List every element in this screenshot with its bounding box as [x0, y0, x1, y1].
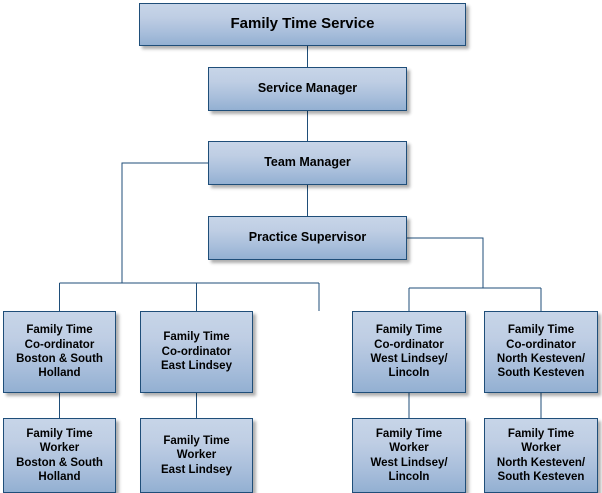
org-node-label: Family Time Co-ordinator Boston & South … [16, 324, 103, 380]
org-node-service[interactable]: Family Time Service [139, 3, 466, 46]
org-node-label: Family Time Co-ordinator West Lindsey/ L… [370, 324, 448, 380]
org-node-worker-west[interactable]: Family Time Worker West Lindsey/ Lincoln [352, 418, 466, 493]
org-node-coord-lindsey[interactable]: Family Time Co-ordinator East Lindsey [140, 311, 253, 393]
org-node-practice-sup[interactable]: Practice Supervisor [208, 216, 407, 260]
org-node-label: Practice Supervisor [248, 230, 367, 245]
org-node-coord-kesteven[interactable]: Family Time Co-ordinator North Kesteven/… [484, 311, 598, 393]
org-node-label: Service Manager [257, 81, 358, 96]
org-node-worker-boston[interactable]: Family Time Worker Boston & South Hollan… [3, 418, 116, 493]
org-node-worker-lindsey[interactable]: Family Time Worker East Lindsey [140, 418, 253, 493]
org-node-label: Family Time Worker North Kesteven/ South… [496, 427, 586, 483]
org-node-label: Family Time Worker Boston & South Hollan… [16, 427, 103, 483]
connector-practice-sup-to-right-branch-bus [407, 237, 484, 288]
org-node-service-manager[interactable]: Service Manager [208, 67, 407, 111]
org-node-team-manager[interactable]: Team Manager [208, 141, 407, 185]
org-node-coord-boston[interactable]: Family Time Co-ordinator Boston & South … [3, 311, 116, 393]
org-node-worker-kesteven[interactable]: Family Time Worker North Kesteven/ South… [484, 418, 598, 493]
org-node-coord-west[interactable]: Family Time Co-ordinator West Lindsey/ L… [352, 311, 466, 393]
org-node-label: Family Time Worker West Lindsey/ Lincoln [370, 427, 448, 483]
org-node-label: Family Time Co-ordinator East Lindsey [161, 331, 232, 373]
org-node-label: Team Manager [264, 155, 351, 170]
connector-team-manager-to-left-branch-bus [121, 162, 208, 283]
org-node-label: Family Time Service [230, 15, 375, 33]
org-node-label: Family Time Worker East Lindsey [161, 434, 232, 476]
org-node-label: Family Time Co-ordinator North Kesteven/… [496, 324, 586, 380]
